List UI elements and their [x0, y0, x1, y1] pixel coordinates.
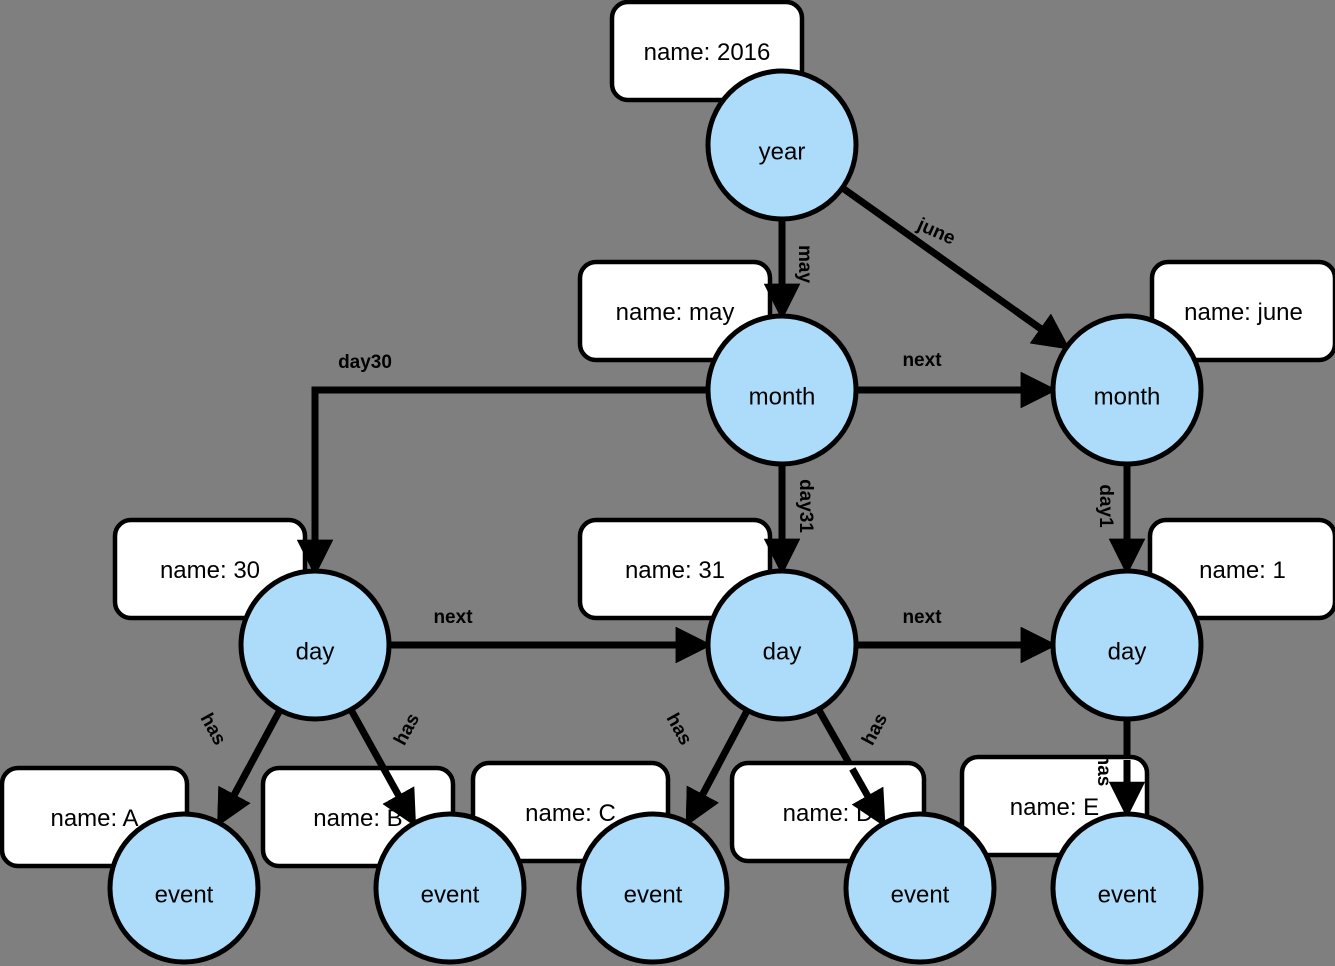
- property-box: name: 1: [1147, 517, 1335, 621]
- edge-label-e-next2: next: [433, 607, 473, 628]
- node-label: event: [624, 881, 683, 908]
- node-eventC[interactable]: event: [576, 811, 730, 965]
- edge-label-e-hasC: has: [662, 710, 696, 749]
- node-label: event: [891, 881, 950, 908]
- edge-tip-e-hasC: [685, 765, 721, 827]
- property-label: name: A: [50, 805, 138, 832]
- edge-tip-e-hasD: [849, 767, 886, 828]
- edge-label-e-hasE: has: [1093, 754, 1114, 787]
- nodes-layer: year month month day day day event event event ev…: [107, 68, 1204, 965]
- node-label: event: [1098, 881, 1157, 908]
- node-label: year: [759, 138, 806, 165]
- node-label: event: [421, 881, 480, 908]
- node-label: day: [763, 638, 802, 665]
- edge-tip-e-june: [1013, 307, 1071, 350]
- node-eventD[interactable]: event: [843, 811, 997, 965]
- edge-label-e-next1: next: [902, 350, 942, 371]
- node-eventB[interactable]: event: [373, 811, 527, 965]
- node-eventE[interactable]: event: [1050, 811, 1204, 965]
- node-label: month: [1094, 383, 1161, 410]
- property-label: name: D: [783, 800, 874, 827]
- property-label: name: C: [525, 800, 616, 827]
- node-year2016[interactable]: year: [705, 68, 859, 222]
- property-label: name: may: [616, 299, 735, 326]
- property-label: name: 1: [1199, 557, 1286, 584]
- property-label: name: E: [1010, 794, 1099, 821]
- edge-label-e-next3: next: [902, 607, 942, 628]
- edge-arrowheads-layer: [217, 260, 1146, 828]
- node-label: event: [155, 881, 214, 908]
- edge-label-e-hasB: has: [390, 710, 424, 749]
- property-box: name: june: [1149, 259, 1335, 363]
- edge-label-e-day1: day1: [1095, 484, 1116, 528]
- property-label: name: 31: [625, 557, 725, 584]
- node-label: day: [296, 638, 335, 665]
- edge-tip-e-hasA: [217, 765, 253, 827]
- node-label: day: [1108, 638, 1147, 665]
- edge-label-e-day31: day31: [795, 479, 816, 533]
- node-label: month: [749, 383, 816, 410]
- edge-e-day30: [296, 386, 706, 577]
- property-label: name: 2016: [644, 39, 771, 66]
- edge-label-e-may: may: [794, 245, 815, 283]
- node-eventA[interactable]: event: [107, 811, 261, 965]
- edge-label-e-day30: day30: [338, 352, 392, 373]
- node-day31[interactable]: day: [705, 568, 859, 722]
- edge-label-e-hasD: has: [858, 710, 892, 749]
- node-day1[interactable]: day: [1050, 568, 1204, 722]
- property-label: name: june: [1184, 299, 1303, 326]
- property-box: name: 30: [112, 517, 308, 621]
- node-monthJune[interactable]: month: [1050, 313, 1204, 467]
- property-label: name: B: [313, 805, 402, 832]
- property-box: name: may: [577, 259, 773, 363]
- property-label: name: 30: [160, 557, 260, 584]
- node-monthMay[interactable]: month: [705, 313, 859, 467]
- node-day30[interactable]: day: [238, 568, 392, 722]
- edge-tip-e-hasB: [380, 766, 417, 827]
- edge-label-e-hasA: has: [196, 710, 230, 749]
